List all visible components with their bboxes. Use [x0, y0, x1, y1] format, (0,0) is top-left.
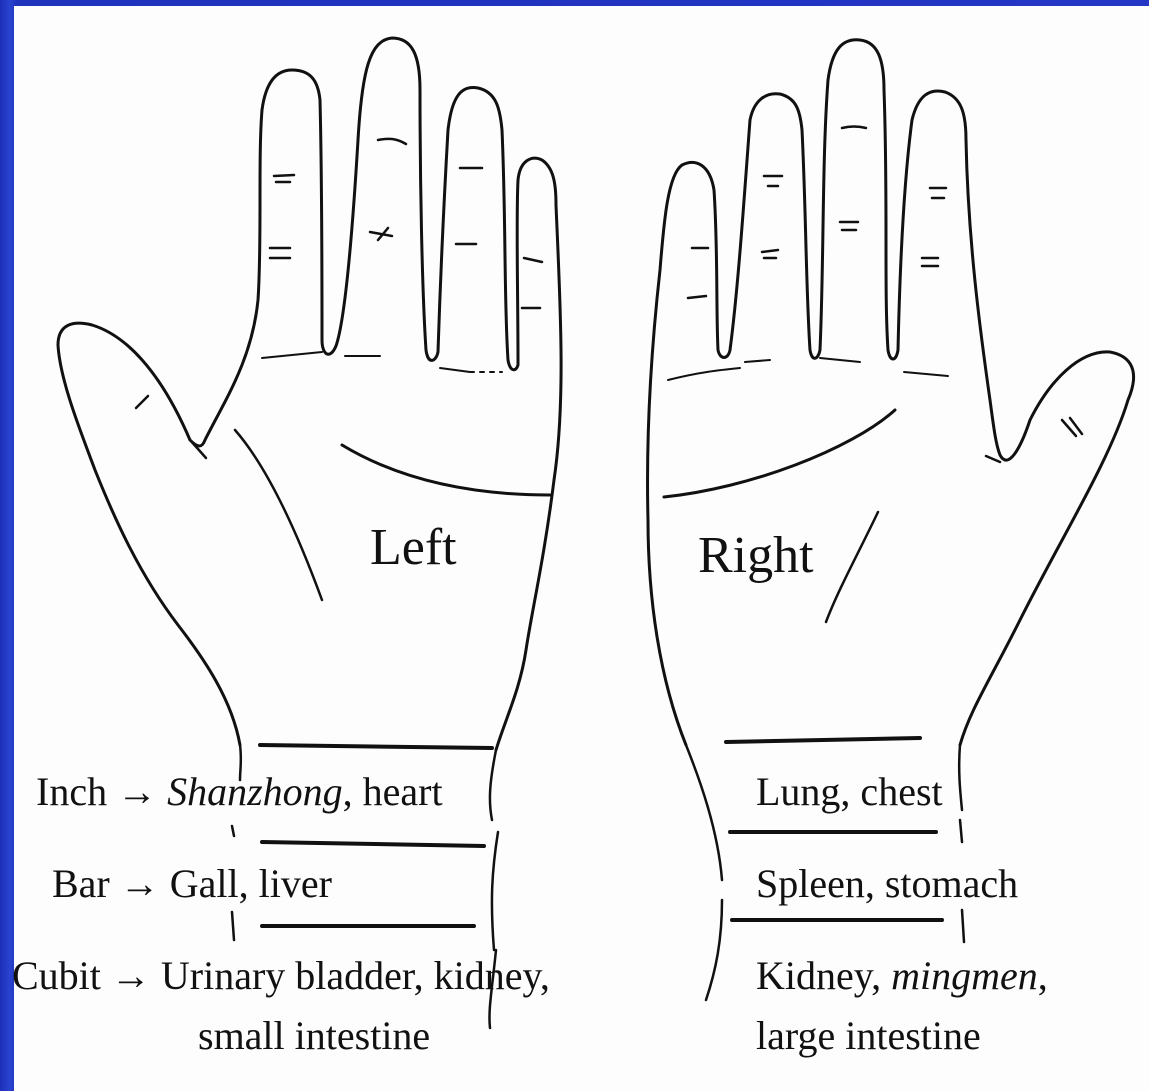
bar-organs-right: Spleen, stomach	[756, 864, 1018, 904]
bar-label: Bar	[52, 861, 110, 906]
arrow-icon: →	[111, 953, 151, 998]
right-hand-label: Right	[698, 530, 814, 582]
inch-label: Inch	[36, 769, 107, 814]
cubit-right-italic: mingmen	[891, 953, 1038, 998]
inch-organ-italic: Shanzhong	[167, 769, 343, 814]
inch-organs-right: Lung, chest	[756, 772, 943, 812]
cubit-row-left: Cubit → Urinary bladder, kidney,	[12, 956, 550, 996]
right-hand	[648, 40, 1134, 1000]
cubit-row-right: Kidney, mingmen,	[756, 956, 1048, 996]
left-hand-outline	[58, 38, 561, 750]
arrow-icon: →	[117, 769, 157, 814]
bar-organs: Gall, liver	[170, 861, 332, 906]
cubit-organs-right-line2: large intestine	[756, 1016, 981, 1056]
cubit-organs-line1: Urinary bladder, kidney,	[161, 953, 550, 998]
left-hand-label: Left	[370, 522, 457, 574]
bar-row-left: Bar → Gall, liver	[52, 864, 332, 904]
cubit-right-b: ,	[1038, 953, 1048, 998]
cubit-organs-line2: small intestine	[198, 1016, 430, 1056]
inch-row-left: Inch → Shanzhong, heart	[36, 772, 443, 812]
inch-organ-rest: , heart	[343, 769, 443, 814]
cubit-right-a: Kidney,	[756, 953, 891, 998]
cubit-label: Cubit	[12, 953, 101, 998]
right-hand-outline	[648, 40, 1134, 745]
arrow-icon: →	[120, 861, 160, 906]
